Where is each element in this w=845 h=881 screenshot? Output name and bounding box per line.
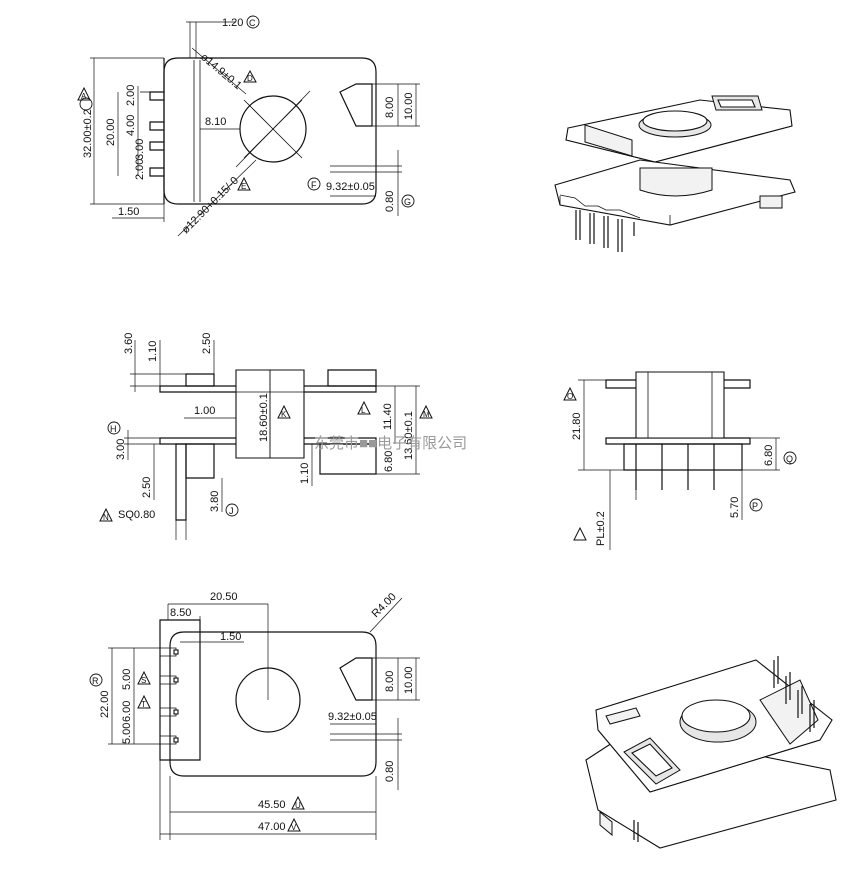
datum-l-triangle [357,400,371,415]
marker-u: U [295,801,301,810]
marker-g-label: G [404,197,411,207]
datum-e-triangle [237,176,251,191]
marker-b [79,97,93,111]
marker-h [107,421,121,435]
dim-8-00: 8.00 [384,671,396,692]
dim-3-60: 3.60 [123,333,135,354]
datum-v-triangle [287,817,301,832]
marker-p-label: P [752,501,758,511]
dim-10-00: 10.00 [403,666,415,694]
dim-5-00a: 5.00 [121,669,133,690]
dim-32-00: 32.00±0.2 [82,109,94,158]
dim-1-00: 1.00 [194,405,215,417]
isometric-view-bottom [585,656,837,849]
marker-s: S [141,676,146,685]
dim-0-80: 0.80 [384,761,396,782]
marker-k: K [281,410,287,419]
marker-r [89,673,103,687]
marker-f [307,177,321,191]
dim-0-80: 0.80 [384,191,396,212]
dim-1-50: 1.50 [118,206,139,218]
isometric-view-top [554,95,796,252]
dim-8-00: 8.00 [384,97,396,118]
marker-a: A [81,92,87,101]
marker-t: T [141,700,146,709]
dim-2-50a: 2.50 [201,333,213,354]
bottom-3d-pins [773,656,815,732]
dim-6-00: 6.00 [121,701,133,722]
dim-1-50: 1.50 [220,631,241,643]
dim-3-00: 3.00 [134,139,146,160]
dim-47-00: 47.00 [258,821,286,833]
dim-21-80: 21.80 [571,412,583,440]
dim-3-00: 3.00 [115,439,127,460]
dim-11-40: 11.40 [382,403,394,430]
dim-1-10b: 1.10 [299,463,311,484]
dim-4-00: 4.00 [125,115,137,136]
dim-sq-0-80: SQ0.80 [118,509,155,521]
dim-pl: PL±0.2 [595,511,607,546]
dim-18-60: 18.60±0.1 [258,393,270,442]
marker-j [225,503,239,517]
dim-phi-14-9: ø14.9±0.1 [198,51,244,92]
datum-m-triangle [419,404,433,419]
datum-s-triangle [137,670,151,685]
marker-p [749,498,763,512]
marker-c [246,15,260,29]
marker-j-label: J [229,506,234,516]
dim-6-80: 6.80 [383,451,395,472]
dim-8-50: 8.50 [170,607,191,619]
datum-a-triangle [77,86,91,101]
marker-l: L [361,406,366,415]
marker-r-label: R [92,676,99,686]
side-view: 3.60 1.10 2.50 1.00 18.60±0.1 K L 11.40 … [99,333,433,540]
marker-q [783,451,797,465]
datum-u-triangle [291,795,305,810]
dim-13-60: 13.60±0.1 [403,411,415,460]
dim-9-32: 9.32±0.05 [326,181,375,193]
marker-q-label: Q [786,454,793,464]
marker-e: E [241,182,246,191]
datum-t-triangle [137,694,151,709]
dim-20-00: 20.00 [105,118,117,146]
dim-2-00b: 2.00 [134,159,146,180]
dim-3-80: 3.80 [209,491,221,512]
dim-2-50b: 2.50 [141,477,153,498]
front-pins [635,444,715,490]
dim-phi-12-90: ø12.90+0.15/-0 [180,175,241,236]
top-view: 1.20 C ø14.9±0.1 D A 32.00±0.2 20.00 2.0… [77,15,420,237]
marker-h-label: H [110,424,117,434]
dim-2-00a: 2.00 [125,85,137,106]
dim-5-00b: 5.00 [121,723,133,744]
dim-20-50: 20.50 [210,591,238,603]
datum-pl-triangle [573,526,587,541]
datum-d-triangle [243,69,257,83]
bottom-view: 20.50 8.50 1.50 R4.00 R 22.00 5.00 6.00 … [89,591,420,840]
marker-n: N [103,513,109,522]
dim-10-00: 10.00 [403,92,415,120]
datum-k-triangle [277,404,291,419]
marker-m: M [423,410,430,419]
marker-v: V [291,823,297,832]
dim-22-00: 22.00 [99,690,111,718]
dim-9-32: 9.32±0.05 [328,711,377,723]
marker-c-label: C [249,18,256,28]
marker-f-label: F [311,180,317,190]
dim-8-10: 8.10 [205,116,226,128]
front-view: O 21.80 6.80 Q 5.70 P PL±0.2 [563,371,797,550]
watermark: 东莞市■■电子有限公司 [314,435,467,452]
top-3d-pins [575,210,635,252]
datum-o-triangle [563,386,577,401]
dim-1-10a: 1.10 [147,341,159,362]
marker-g [401,194,415,208]
datum-n-triangle [99,507,113,522]
dim-5-70: 5.70 [729,497,741,518]
marker-o: O [567,392,573,401]
dim-45-50: 45.50 [258,799,286,811]
dim-1-20: 1.20 [222,17,243,29]
marker-d: D [247,74,253,83]
dim-6-80: 6.80 [763,445,775,466]
